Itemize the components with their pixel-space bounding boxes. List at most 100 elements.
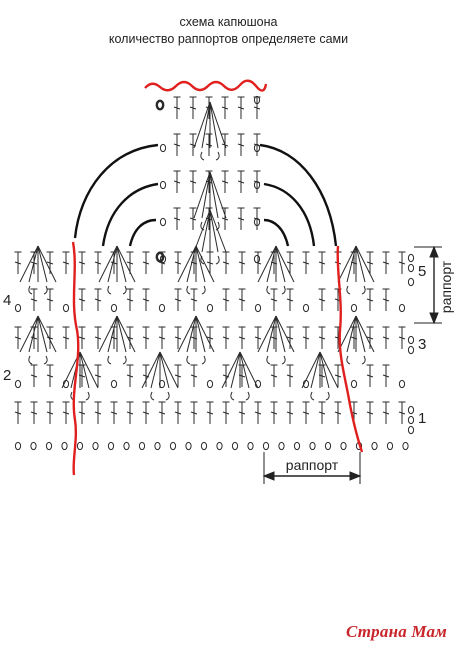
red-wavy-top-line bbox=[144, 79, 268, 92]
chain-stitch-symbol bbox=[309, 441, 316, 451]
double-crochet-symbol bbox=[94, 251, 102, 274]
shell-fan-symbol bbox=[301, 351, 339, 401]
chain-stitch-symbol bbox=[155, 251, 165, 263]
double-crochet-symbol bbox=[174, 364, 182, 387]
shell-fan-symbol bbox=[337, 245, 375, 295]
double-crochet-symbol bbox=[270, 401, 278, 424]
chain-stitch-symbol bbox=[247, 441, 254, 451]
chain-stitch-symbol bbox=[206, 303, 214, 313]
double-crochet-symbol bbox=[62, 251, 70, 274]
chain-stitch-symbol bbox=[110, 303, 118, 313]
double-crochet-symbol bbox=[398, 251, 406, 274]
double-crochet-symbol bbox=[366, 401, 374, 424]
chain-stitch-symbol bbox=[76, 441, 84, 451]
double-crochet-symbol bbox=[286, 326, 294, 349]
double-crochet-symbol bbox=[126, 288, 134, 311]
hood-edge-arc bbox=[259, 143, 338, 247]
shell-fan-symbol bbox=[337, 315, 375, 365]
chain-stitch-symbol bbox=[253, 254, 261, 264]
chain-stitch-symbol bbox=[30, 441, 37, 451]
chain-stitch-symbol bbox=[407, 345, 415, 355]
shell-fan-symbol bbox=[193, 209, 227, 265]
double-crochet-symbol bbox=[78, 326, 86, 349]
double-crochet-symbol bbox=[142, 251, 150, 274]
rapport-vertical-arrow bbox=[414, 245, 442, 325]
shell-fan-symbol bbox=[177, 245, 215, 295]
title-line-1: схема капюшона bbox=[179, 15, 278, 29]
double-crochet-symbol bbox=[173, 207, 181, 230]
double-crochet-symbol bbox=[78, 288, 86, 311]
chain-stitch-symbol bbox=[350, 379, 358, 389]
hood-edge-arc bbox=[73, 143, 159, 239]
chain-stitch-symbol bbox=[302, 303, 310, 313]
double-crochet-symbol bbox=[286, 251, 294, 274]
double-crochet-symbol bbox=[30, 364, 38, 387]
chain-stitch-symbol bbox=[107, 441, 115, 451]
hood-edge-arc bbox=[101, 182, 159, 247]
double-crochet-symbol bbox=[30, 288, 38, 311]
double-crochet-symbol bbox=[237, 207, 245, 230]
double-crochet-symbol bbox=[318, 288, 326, 311]
double-crochet-symbol bbox=[142, 288, 150, 311]
double-crochet-symbol bbox=[366, 326, 374, 349]
double-crochet-symbol bbox=[174, 251, 182, 274]
title-line-2: количество раппортов определяете сами bbox=[108, 32, 349, 46]
chain-stitch-symbol bbox=[386, 441, 394, 451]
chain-stitch-symbol bbox=[123, 441, 130, 451]
double-crochet-symbol bbox=[110, 251, 118, 274]
double-crochet-symbol bbox=[237, 133, 245, 156]
double-crochet-symbol bbox=[189, 170, 197, 193]
double-crochet-symbol bbox=[366, 288, 374, 311]
shell-fan-symbol bbox=[98, 315, 136, 365]
shell-fan-symbol bbox=[141, 351, 179, 401]
double-crochet-symbol bbox=[126, 364, 134, 387]
chain-stitch-symbol bbox=[61, 441, 68, 451]
double-crochet-symbol bbox=[126, 251, 134, 274]
chain-stitch-symbol bbox=[407, 415, 415, 425]
double-crochet-symbol bbox=[318, 401, 326, 424]
double-crochet-symbol bbox=[286, 364, 294, 387]
double-crochet-symbol bbox=[302, 251, 310, 274]
shell-fan-symbol bbox=[221, 351, 259, 401]
double-crochet-symbol bbox=[398, 326, 406, 349]
chain-stitch-symbol bbox=[216, 441, 223, 451]
hood-edge-arc bbox=[263, 218, 290, 247]
chain-stitch-symbol bbox=[398, 379, 406, 389]
shell-fan-symbol bbox=[19, 245, 57, 295]
double-crochet-symbol bbox=[222, 251, 230, 274]
chain-stitch-symbol bbox=[231, 441, 239, 451]
double-crochet-symbol bbox=[174, 288, 182, 311]
double-crochet-symbol bbox=[158, 326, 166, 349]
double-crochet-symbol bbox=[94, 326, 102, 349]
chain-stitch-symbol bbox=[155, 99, 165, 111]
double-crochet-symbol bbox=[94, 288, 102, 311]
double-crochet-symbol bbox=[30, 401, 38, 424]
chain-stitch-symbol bbox=[398, 303, 406, 313]
rapport-label-horizontal: раппорт bbox=[286, 457, 339, 473]
double-crochet-symbol bbox=[62, 401, 70, 424]
double-crochet-symbol bbox=[302, 401, 310, 424]
double-crochet-symbol bbox=[174, 401, 182, 424]
double-crochet-symbol bbox=[222, 401, 230, 424]
chain-stitch-symbol bbox=[253, 95, 261, 105]
chain-stitch-symbol bbox=[110, 379, 118, 389]
chain-stitch-symbol bbox=[45, 441, 53, 451]
double-crochet-symbol bbox=[190, 288, 198, 311]
double-crochet-symbol bbox=[206, 326, 214, 349]
double-crochet-symbol bbox=[78, 251, 86, 274]
stitch-grid bbox=[14, 95, 415, 451]
double-crochet-symbol bbox=[46, 288, 54, 311]
double-crochet-symbol bbox=[14, 251, 22, 274]
chain-stitch-symbol bbox=[200, 441, 208, 451]
double-crochet-symbol bbox=[14, 401, 22, 424]
shell-fan-symbol bbox=[193, 101, 227, 161]
double-crochet-symbol bbox=[286, 401, 294, 424]
double-crochet-symbol bbox=[382, 326, 390, 349]
double-crochet-symbol bbox=[382, 288, 390, 311]
chain-stitch-symbol bbox=[278, 441, 285, 451]
red-left-boundary bbox=[71, 241, 80, 476]
chain-stitch-symbol bbox=[350, 303, 358, 313]
chain-stitch-symbol bbox=[324, 441, 332, 451]
chain-stitch-symbol bbox=[407, 405, 415, 415]
rapport-label-vertical: раппорт bbox=[438, 260, 454, 313]
